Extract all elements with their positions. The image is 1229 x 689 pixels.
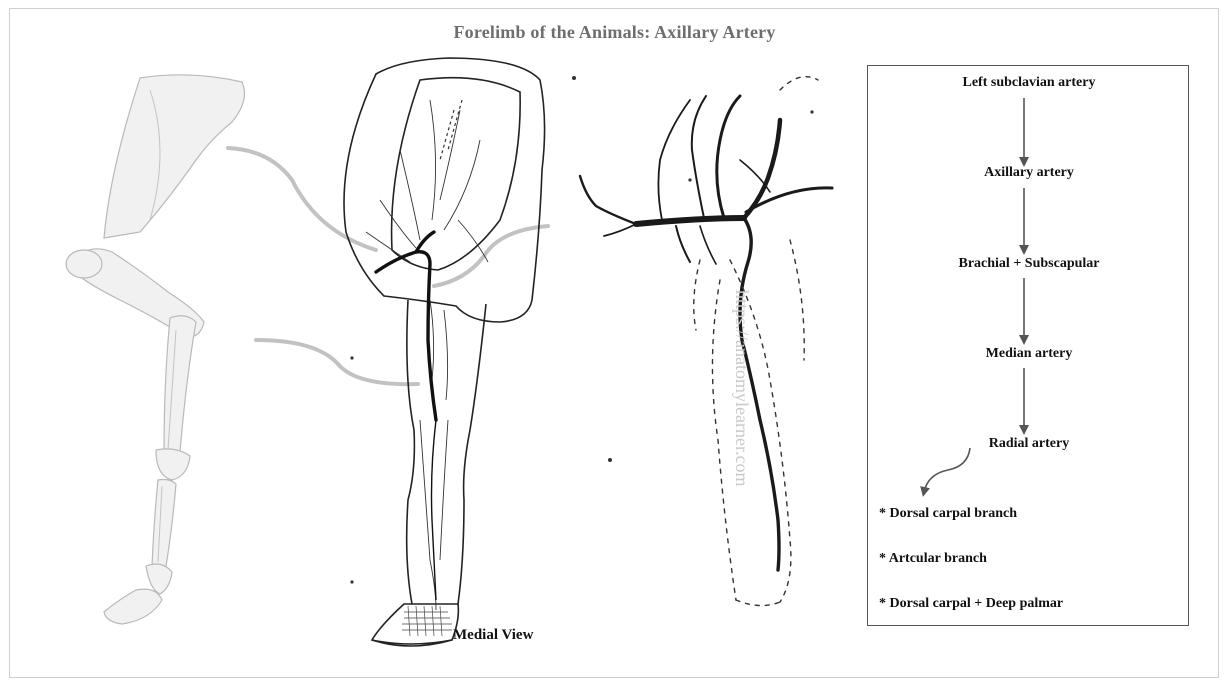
node-median-artery: Median artery: [868, 346, 1190, 362]
curved-arrow-icon: [924, 448, 970, 492]
node-left-subclavian-artery: Left subclavian artery: [868, 75, 1190, 91]
node-brachial-subscapular: Brachial + Subscapular: [868, 256, 1190, 272]
forelimb-skeleton: [66, 75, 244, 624]
branch-dorsal-carpal-deep-palmar: * Dorsal carpal + Deep palmar: [879, 596, 1063, 612]
node-radial-artery: Radial artery: [868, 436, 1190, 452]
branch-dorsal-carpal: * Dorsal carpal branch: [879, 506, 1017, 522]
artery-detail: [580, 96, 832, 570]
artery-flowchart: Left subclavian artery Axillary artery B…: [867, 65, 1189, 626]
watermark-center: https://anatomylearner.com: [731, 290, 752, 486]
branch-articular: * Artcular branch: [879, 551, 987, 567]
medial-view-label: Medial View: [453, 627, 533, 644]
node-axillary-artery: Axillary artery: [868, 165, 1190, 181]
